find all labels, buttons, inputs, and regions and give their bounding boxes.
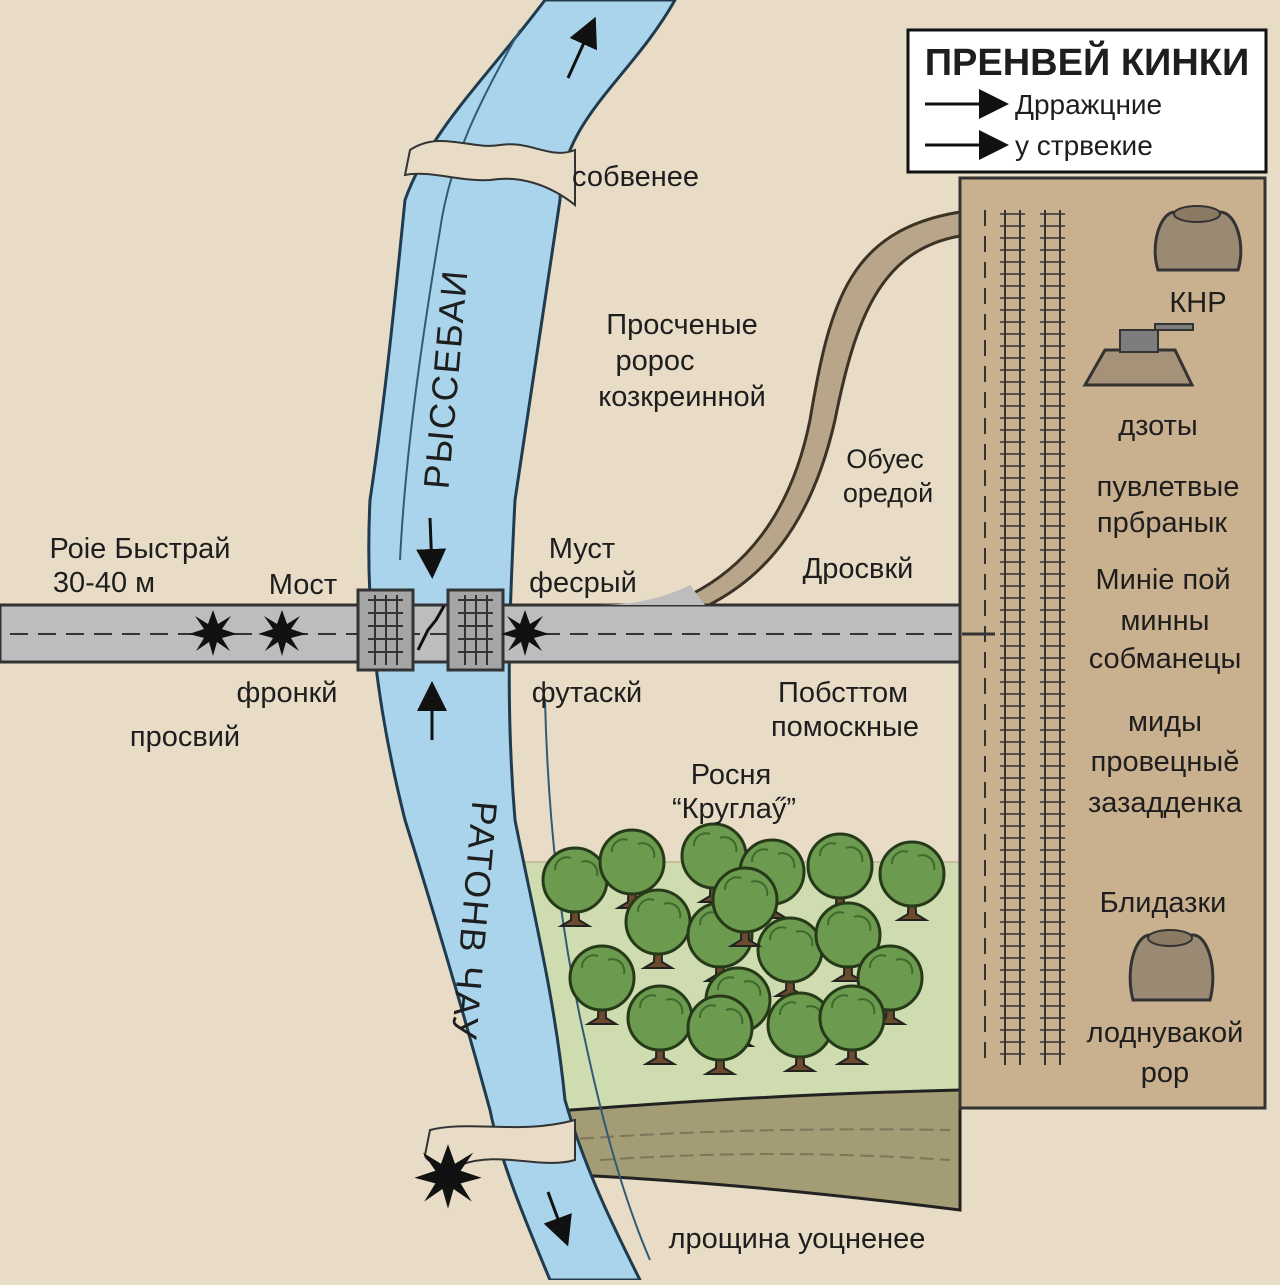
panel-label-knr: КНР (1169, 287, 1226, 319)
label-proscheny: Просченые (606, 309, 758, 341)
bunker-icon (1153, 205, 1243, 272)
gun-emplacement-icon (1082, 323, 1195, 387)
panel-label-midy: миды (1128, 706, 1202, 738)
svg-text:минны: минны (1120, 605, 1209, 637)
legend-title: ПРЕНВЕЙ КИНКИ (925, 39, 1250, 84)
flow-arrow-down (416, 517, 447, 579)
river-break-north (403, 139, 576, 208)
legend-item-label: у стрвекие (1015, 130, 1153, 161)
flow-arrow-north (566, 16, 598, 79)
label-pobsttom: Побсттом (778, 677, 908, 709)
panel-label-pub: пувлетвые (1097, 471, 1240, 503)
svg-text:помоскные: помоскные (771, 711, 919, 743)
label-poie: Роіе Быстрай (50, 533, 231, 565)
panel-label-mines: Миніе пой (1095, 564, 1230, 596)
svg-text:30-40 м: 30-40 м (53, 567, 155, 599)
bridge-gap-crack (416, 605, 446, 651)
label-sobvenee: собвенее (572, 161, 699, 193)
svg-text:фесрый: фесрый (529, 567, 637, 599)
label-most: Мост (269, 569, 337, 601)
svg-text:зазадденка: зазадденка (1088, 787, 1243, 819)
label-prosvy: просвий (130, 721, 240, 753)
bunker-icon (1128, 929, 1215, 1002)
svg-text:козкреинной: козкреинной (598, 381, 766, 413)
label-grove: Росня (691, 759, 771, 791)
svg-text:ророс: ророс (615, 345, 694, 377)
legend-item-label: Дрражцние (1015, 89, 1162, 120)
label-futasky: футаскй (532, 677, 643, 709)
label-lroshchina: лрощина уоцненее (669, 1223, 926, 1255)
svg-text:“Круглаӳ”: “Круглаӳ” (672, 793, 796, 825)
svg-text:собманецы: собманецы (1089, 643, 1242, 675)
panel-label-lodnu: лоднувакой (1087, 1017, 1244, 1049)
label-droskvy: Дросвкй (803, 553, 914, 585)
legend-box (906, 28, 1268, 174)
svg-text:прбранык: прбранык (1097, 507, 1228, 539)
label-must: Муст (549, 533, 615, 565)
defense-panel (958, 176, 1267, 1110)
svg-text:провецныӗ: провецныӗ (1091, 746, 1240, 778)
flow-arrow-south (543, 1191, 572, 1247)
panel-label-blidazki: Блидазки (1100, 887, 1227, 919)
svg-text:рор: рор (1141, 1057, 1189, 1089)
label-obues: Обуес (846, 444, 924, 474)
label-fronky: фронкй (236, 677, 337, 709)
panel-label-dzoty: дзоты (1118, 410, 1198, 442)
svg-text:оредой: оредой (843, 478, 933, 508)
